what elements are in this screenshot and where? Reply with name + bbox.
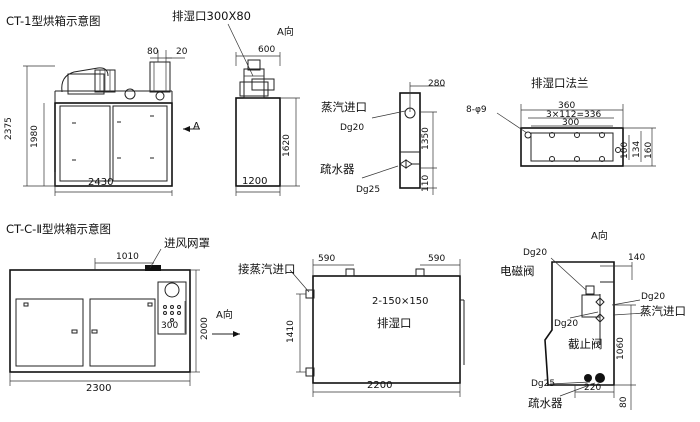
ct2-dim-220: 220 xyxy=(584,383,602,393)
ct1-front-view xyxy=(23,23,254,196)
ct1-dim-110: 110 xyxy=(421,174,431,192)
ct2-drain-dg: Dg25 xyxy=(531,379,556,389)
ct1-width-dim: 2430 xyxy=(88,177,114,188)
ct1-drain-dg: Dg25 xyxy=(356,185,381,195)
ct2-drain: 疏水器 xyxy=(528,396,563,410)
ct1-steam-dg: Dg20 xyxy=(340,123,365,133)
ct1-dim-20: 20 xyxy=(176,47,188,57)
flange-pitch: 3×112=336 xyxy=(546,110,602,120)
ct1-drain: 疏水器 xyxy=(320,162,355,176)
flange-300: 300 xyxy=(562,118,580,128)
ct2-steam-in: 接蒸汽进口 xyxy=(238,262,296,276)
ct2-side-title: A向 xyxy=(591,231,608,242)
ct2-dim-1060: 1060 xyxy=(616,337,626,360)
ct1-side-height: 1620 xyxy=(282,134,292,157)
flange-100: 100 xyxy=(620,141,630,159)
ct2-solenoid: 电磁阀 xyxy=(500,264,535,278)
diagram1-title: CT-1型烘箱示意图 xyxy=(6,14,101,28)
ct2-arrow-label: A向 xyxy=(216,310,233,321)
ct2-steam-inlet: 蒸汽进口 xyxy=(640,304,686,318)
ct2-dim-140: 140 xyxy=(628,253,646,263)
ct1-exhaust-label: 排湿口300X80 xyxy=(172,9,251,23)
ct2-dim-2000: 2000 xyxy=(200,317,210,340)
ct1-dim-280: 280 xyxy=(428,79,446,89)
ct2-dim-80: 80 xyxy=(619,396,629,408)
ct1-side-width: 600 xyxy=(258,45,276,55)
flange-360: 360 xyxy=(558,101,576,111)
ct2-dim-300: 300 xyxy=(161,321,179,331)
ct2-side-dg20-mid: Dg20 xyxy=(554,319,579,329)
ct1-dim-80: 80 xyxy=(147,47,159,57)
ct2-side-view xyxy=(544,257,646,410)
ct2-fan-cover: 进风网罩 xyxy=(164,236,210,250)
ct2-dim-2300: 2300 xyxy=(86,383,112,394)
ct1-side-depth: 1200 xyxy=(242,176,268,187)
ct2-top-view xyxy=(289,259,465,397)
flange-holes: 8-φ9 xyxy=(466,105,487,115)
flange-view xyxy=(496,104,656,167)
ct2-vent-spec: 2-150×150 xyxy=(372,296,429,307)
ct1-height-total-dim: 2375 xyxy=(4,117,14,140)
ct2-dim-590-left: 590 xyxy=(318,254,336,264)
ct2-dim-2200: 2200 xyxy=(367,380,393,391)
diagram2-title: CT-C-Ⅱ型烘箱示意图 xyxy=(6,222,111,236)
ct2-exhaust: 排湿口 xyxy=(377,316,412,330)
ct1-steam-detail xyxy=(361,82,445,195)
ct2-stop-valve: 截止阀 xyxy=(568,337,603,351)
ct1-dim-1350: 1350 xyxy=(421,127,431,150)
flange-134: 134 xyxy=(632,140,642,158)
ct2-dim-1010: 1010 xyxy=(116,252,139,262)
ct1-side-view xyxy=(235,52,300,196)
ct1-view-arrow-label: A xyxy=(193,121,200,132)
ct2-side-dg20-right: Dg20 xyxy=(641,292,666,302)
ct2-front-view xyxy=(9,248,240,386)
ct2-dim-1410: 1410 xyxy=(286,320,296,343)
ct1-steam-inlet: 蒸汽进口 xyxy=(321,100,367,114)
flange-160: 160 xyxy=(644,141,654,159)
ct2-side-dg20-top: Dg20 xyxy=(523,248,548,258)
ct1-height-body-dim: 1980 xyxy=(30,125,40,148)
ct1-side-view-label: A向 xyxy=(277,27,294,38)
ct2-dim-590-right: 590 xyxy=(428,254,446,264)
flange-title: 排湿口法兰 xyxy=(531,76,589,90)
